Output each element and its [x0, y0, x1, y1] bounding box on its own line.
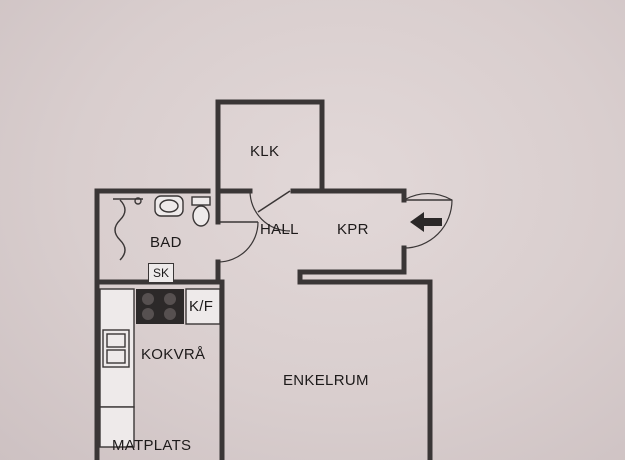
doors — [217, 190, 453, 263]
stove — [136, 289, 184, 324]
kitchen-fixtures — [99, 288, 221, 448]
room-label-sk: SK — [148, 263, 174, 283]
bathroom-fixtures — [113, 195, 211, 261]
kitchen-cabinet — [99, 406, 135, 448]
lower-walls — [94, 269, 433, 460]
toilet-tank — [191, 196, 211, 206]
room-label-kokvra: KOKVRÅ — [141, 346, 206, 363]
room-label-hall: HALL — [260, 221, 299, 238]
room-label-kf: K/F — [189, 298, 214, 315]
room-label-enkelrum: ENKELRUM — [283, 372, 369, 389]
room-label-kpr: KPR — [337, 221, 369, 238]
entrance-door-swing — [403, 193, 453, 249]
klk-door-leaf — [257, 190, 291, 213]
room-label-klk: KLK — [250, 143, 280, 160]
bad-door-swing — [217, 221, 259, 263]
shower-hose — [114, 199, 126, 261]
shower-head-icon — [134, 197, 142, 205]
klk-door-swing — [249, 190, 291, 232]
fridge-freezer — [185, 288, 221, 325]
bathroom-sink — [154, 195, 184, 217]
room-label-matplats: MATPLATS — [112, 437, 192, 454]
entrance-arrow-icon — [410, 212, 442, 232]
klk-walls — [215, 99, 325, 194]
toilet-bowl — [192, 205, 210, 227]
room-label-bad: BAD — [150, 234, 182, 251]
